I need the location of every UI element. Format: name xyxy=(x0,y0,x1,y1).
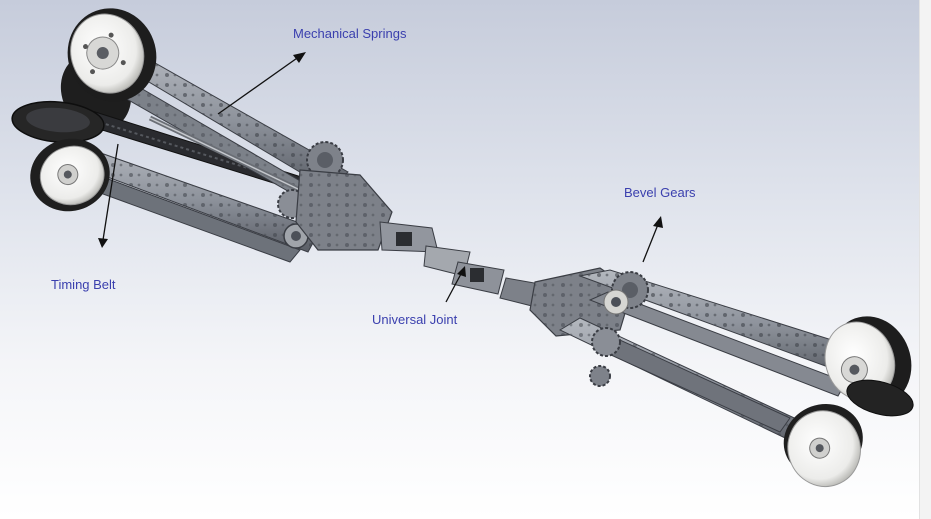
right-belt-pulley xyxy=(846,379,914,417)
timing-belt-label: Timing Belt xyxy=(51,277,116,292)
right-bevel-gears xyxy=(589,271,649,387)
right-lower-arm xyxy=(558,317,821,449)
universal-joint xyxy=(379,221,541,307)
universal-joint-label: Universal Joint xyxy=(372,312,458,327)
callout-arrows xyxy=(98,52,663,303)
mechanical-springs-label: Mechanical Springs xyxy=(293,26,407,41)
left-bottom-wheel xyxy=(30,138,110,212)
viewport-edge-strip xyxy=(919,0,931,519)
right-upper-arm xyxy=(578,269,871,397)
left-belt-pulley xyxy=(11,100,105,144)
left-lower-arm xyxy=(61,144,321,263)
bevel-gears-label: Bevel Gears xyxy=(624,185,696,200)
mechanical-springs-arrow xyxy=(217,52,306,115)
universal-joint-arrow xyxy=(445,266,466,303)
left-top-wheel xyxy=(67,8,157,102)
right-arm-assembly xyxy=(529,267,914,487)
left-arm-assembly xyxy=(11,8,393,263)
right-bottom-wheel xyxy=(783,403,863,487)
bevel-gears-arrow xyxy=(642,216,663,263)
timing-belt-arrow xyxy=(98,143,119,248)
